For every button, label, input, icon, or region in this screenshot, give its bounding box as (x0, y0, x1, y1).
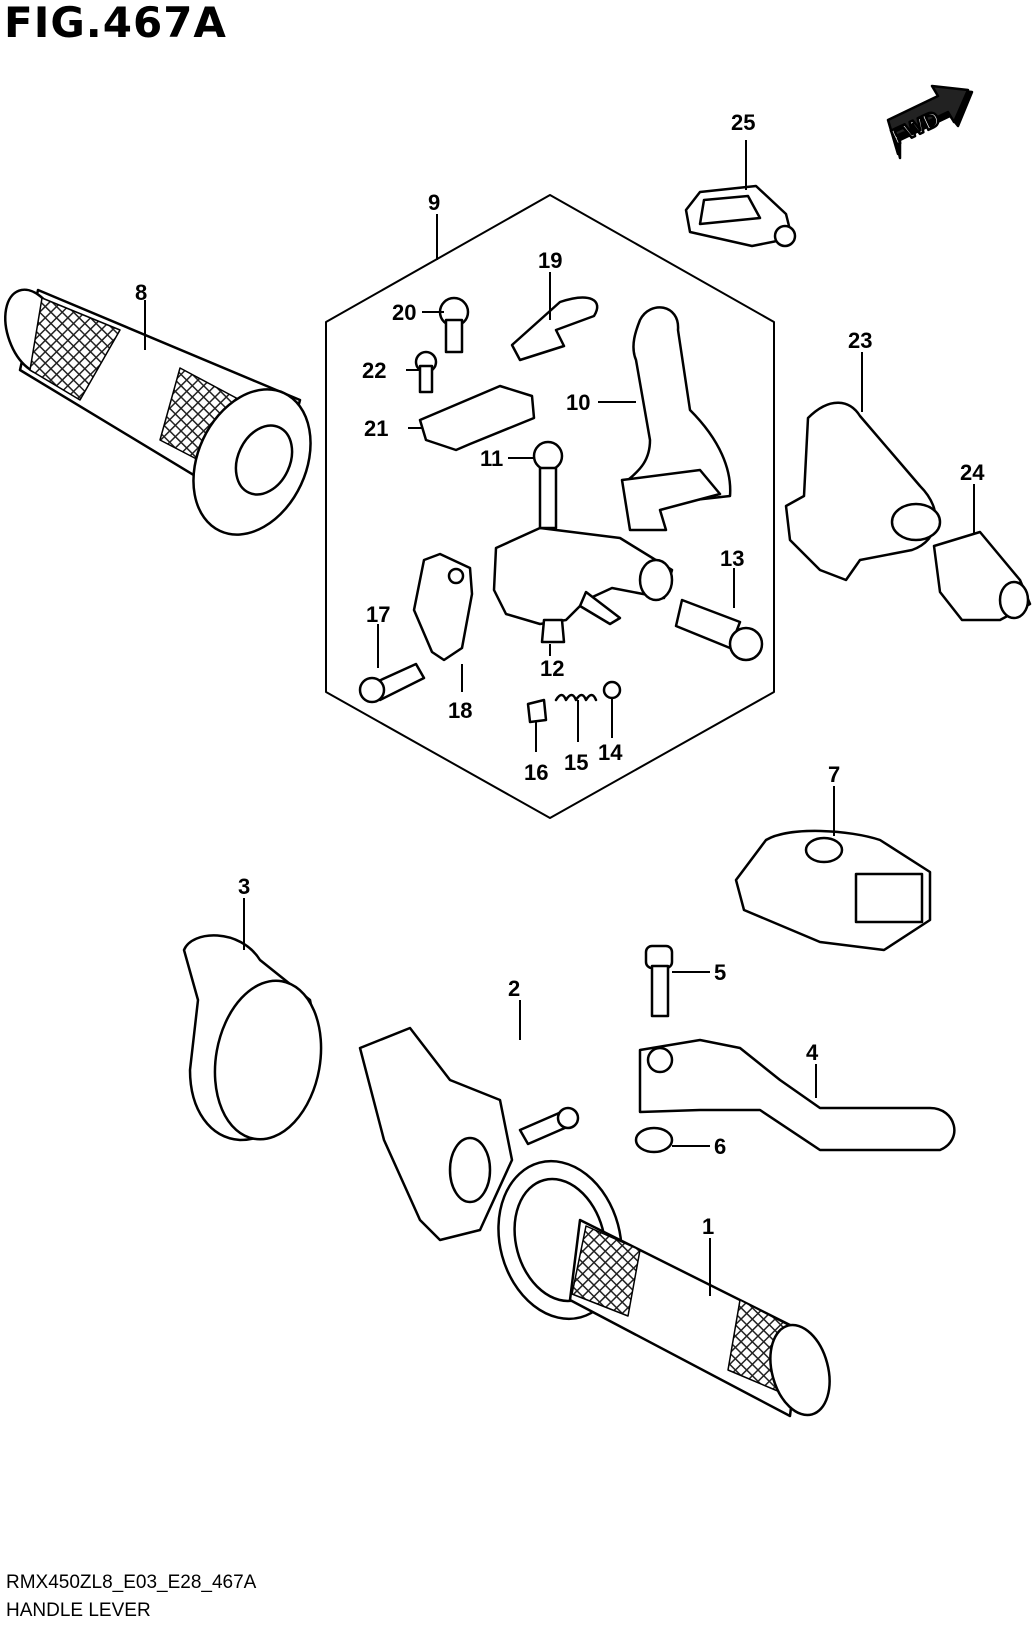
callout-9: 9 (428, 190, 440, 215)
detent-parts (526, 680, 622, 724)
leader-lines (144, 140, 975, 1296)
callout-19: 19 (538, 248, 562, 273)
figure-title: FIG.467A (4, 0, 227, 47)
throttle-housing (358, 1026, 580, 1242)
lever-bolt (644, 944, 674, 1018)
callout-22: 22 (362, 358, 386, 383)
forward-arrow-icon: FWD (886, 84, 974, 160)
perch-clamp (414, 296, 536, 452)
callout-3: 3 (238, 874, 250, 899)
callout-6: 6 (714, 1134, 726, 1159)
figure-code: RMX450ZL8_E03_E28_467A (6, 1572, 257, 1593)
callout-12: 12 (540, 656, 564, 681)
cable-adjuster-nut (932, 530, 1032, 622)
lever-cover (784, 401, 942, 582)
callout-1: 1 (702, 1214, 714, 1239)
callout-18: 18 (448, 698, 472, 723)
callout-14: 14 (598, 740, 623, 765)
cable-boot (684, 184, 797, 248)
callout-11: 11 (480, 446, 503, 471)
right-grip (497, 1159, 831, 1418)
callout-21: 21 (364, 416, 388, 441)
callout-4: 4 (806, 1040, 819, 1065)
callout-8: 8 (135, 280, 147, 305)
callout-24: 24 (960, 460, 985, 485)
assembly-boundary (325, 194, 775, 819)
callout-23: 23 (848, 328, 872, 353)
callout-15: 15 (564, 750, 588, 775)
callout-25: 25 (731, 110, 755, 135)
callout-10: 10 (566, 390, 590, 415)
grip-cover (182, 934, 323, 1142)
clutch-lever-cover (734, 829, 932, 952)
hot-start-lever (510, 296, 732, 532)
lower-clamp (358, 552, 474, 704)
cable-adjuster (674, 598, 764, 662)
callout-17: 17 (366, 602, 390, 627)
callout-16: 16 (524, 760, 548, 785)
figure-name: HANDLE LEVER (6, 1600, 151, 1621)
lever-nut (634, 1126, 674, 1154)
callout-5: 5 (714, 960, 726, 985)
callout-13: 13 (720, 546, 744, 571)
callout-20: 20 (392, 300, 416, 325)
clutch-lever (638, 1038, 956, 1152)
callouts: 8 9 25 19 20 22 21 10 11 12 13 17 18 16 … (135, 110, 985, 1239)
hot-start-bracket (492, 440, 674, 644)
callout-2: 2 (508, 976, 520, 1001)
callout-7: 7 (828, 762, 840, 787)
left-grip (4, 288, 312, 536)
